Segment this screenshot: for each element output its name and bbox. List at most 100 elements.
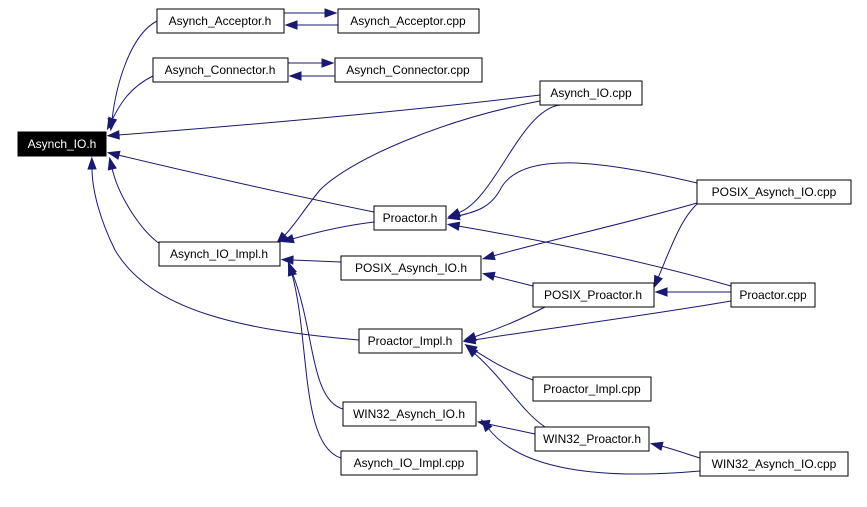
- edge-line: [473, 352, 546, 428]
- edge-posix-proactor-h-to-posix-asynch-io-h: [481, 271, 534, 287]
- edge-posix-asynch-io-h-to-asynch-io-impl-h: [280, 255, 342, 265]
- node-asynch-io-impl-h[interactable]: Asynch_IO_Impl.h: [158, 241, 281, 267]
- edge-proactor-h-to-asynch-io-h: [106, 150, 375, 213]
- node-win32-proactor-h[interactable]: WIN32_Proactor.h: [534, 426, 650, 452]
- edge-line: [487, 427, 701, 475]
- edge-line: [473, 300, 732, 341]
- node-label: POSIX_Asynch_IO.h: [355, 261, 467, 275]
- node-asynch-io-cpp[interactable]: Asynch_IO.cpp: [539, 80, 643, 106]
- edge-posix-asynch-io-cpp-to-posix-proactor-h: [653, 203, 698, 289]
- nodes-layer: Asynch_IO.h Asynch_Acceptor.h Asynch_Acc…: [17, 8, 852, 477]
- node-box: [730, 282, 816, 308]
- node-box: [340, 255, 482, 281]
- arrowhead-icon: [324, 8, 338, 18]
- edge-line: [291, 273, 342, 459]
- node-label: Proactor_Impl.h: [368, 334, 453, 348]
- node-box: [534, 426, 650, 452]
- edge-win32-asynch-io-cpp-to-win32-asynch-io-h: [480, 419, 701, 475]
- edge-asynch-io-impl-cpp-to-asynch-io-impl-h: [287, 262, 342, 459]
- node-asynch-acceptor-h[interactable]: Asynch_Acceptor.h: [156, 8, 285, 34]
- arrowhead-icon: [280, 234, 295, 244]
- node-label: Asynch_Acceptor.h: [169, 14, 272, 28]
- node-proactor-impl-cpp[interactable]: Proactor_Impl.cpp: [532, 376, 652, 402]
- edge-line: [457, 162, 698, 217]
- node-label: WIN32_Proactor.h: [543, 432, 641, 446]
- node-label: POSIX_Proactor.h: [544, 288, 642, 302]
- node-box: [340, 450, 478, 476]
- edge-asynch-io-impl-h-to-asynch-io-h: [107, 156, 161, 245]
- node-proactor-h[interactable]: Proactor.h: [373, 205, 447, 231]
- node-proactor-impl-h[interactable]: Proactor_Impl.h: [358, 328, 463, 354]
- edge-proactor-cpp-to-posix-proactor-h: [654, 287, 731, 297]
- node-label: Proactor.cpp: [739, 288, 807, 302]
- node-label: Asynch_Connector.h: [165, 63, 276, 77]
- arrowhead-icon: [284, 20, 298, 30]
- node-asynch-acceptor-cpp[interactable]: Asynch_Acceptor.cpp: [337, 8, 480, 34]
- node-proactor-cpp[interactable]: Proactor.cpp: [730, 282, 816, 308]
- edge-line: [111, 20, 158, 121]
- edge-proactor-impl-h-to-asynch-io-h: [87, 156, 360, 341]
- edge-line: [457, 104, 561, 214]
- edge-line: [657, 203, 698, 279]
- node-label: Asynch_IO_Impl.h: [170, 247, 268, 261]
- edge-line: [473, 349, 534, 381]
- node-box: [699, 451, 849, 477]
- edge-line: [291, 221, 375, 240]
- node-box: [152, 57, 289, 83]
- edge-line: [487, 423, 536, 435]
- node-asynch-connector-cpp[interactable]: Asynch_Connector.cpp: [334, 57, 483, 83]
- edge-proactor-cpp-to-proactor-h: [446, 221, 732, 287]
- node-label: WIN32_Asynch_IO.cpp: [712, 457, 837, 471]
- edge-asynch-acceptor-h-to-asynch-acceptor-cpp: [284, 8, 338, 18]
- node-box: [532, 282, 655, 308]
- node-label: Asynch_Connector.cpp: [346, 63, 470, 77]
- node-asynch-io-impl-cpp[interactable]: Asynch_IO_Impl.cpp: [340, 450, 478, 476]
- arrowhead-icon: [106, 116, 117, 131]
- edge-line: [492, 202, 698, 257]
- node-posix-proactor-h[interactable]: POSIX_Proactor.h: [532, 282, 655, 308]
- edge-line: [457, 225, 732, 287]
- node-box: [158, 241, 281, 267]
- node-asynch-connector-h[interactable]: Asynch_Connector.h: [152, 57, 289, 83]
- arrowhead-icon: [654, 287, 668, 297]
- edge-win32-proactor-h-to-proactor-impl-h: [465, 345, 546, 428]
- arrowhead-icon: [288, 71, 302, 81]
- node-label: Asynch_Acceptor.cpp: [350, 14, 466, 28]
- edge-line: [117, 154, 375, 213]
- arrowhead-icon: [87, 156, 97, 170]
- edge-asynch-connector-cpp-to-asynch-connector-h: [288, 71, 335, 81]
- edge-posix-asynch-io-cpp-to-proactor-h: [446, 162, 698, 221]
- node-box: [373, 205, 447, 231]
- arrowhead-icon: [321, 58, 335, 68]
- node-asynch-io-h[interactable]: Asynch_IO.h: [17, 131, 107, 157]
- node-box: [17, 131, 107, 157]
- edge-asynch-connector-h-to-asynch-io-h: [106, 75, 154, 131]
- node-label: Proactor_Impl.cpp: [543, 382, 641, 396]
- node-box: [156, 8, 285, 34]
- edge-line: [473, 306, 546, 338]
- arrowhead-icon: [653, 274, 663, 289]
- node-label: Asynch_IO_Impl.cpp: [354, 456, 465, 470]
- edge-asynch-io-cpp-to-asynch-io-h: [106, 94, 541, 140]
- node-win32-asynch-io-cpp[interactable]: WIN32_Asynch_IO.cpp: [699, 451, 849, 477]
- node-posix-asynch-io-h[interactable]: POSIX_Asynch_IO.h: [340, 255, 482, 281]
- node-posix-asynch-io-cpp[interactable]: POSIX_Asynch_IO.cpp: [696, 179, 852, 205]
- edge-proactor-cpp-to-proactor-impl-h: [462, 300, 732, 345]
- node-label: POSIX_Asynch_IO.cpp: [712, 185, 837, 199]
- edge-posix-asynch-io-cpp-to-posix-asynch-io-h: [481, 202, 698, 261]
- arrowhead-icon: [106, 130, 120, 140]
- node-box: [337, 8, 480, 34]
- node-box: [342, 401, 477, 427]
- node-box: [358, 328, 463, 354]
- edge-line: [492, 275, 534, 287]
- edge-line: [91, 167, 360, 341]
- edge-proactor-h-to-asynch-io-impl-h: [280, 221, 375, 244]
- node-box: [696, 179, 852, 205]
- edge-asynch-connector-h-to-asynch-connector-cpp: [288, 58, 335, 68]
- edge-line-tail: [473, 352, 476, 355]
- edges-layer: [87, 8, 732, 475]
- node-win32-asynch-io-h[interactable]: WIN32_Asynch_IO.h: [342, 401, 477, 427]
- edge-line: [283, 100, 541, 237]
